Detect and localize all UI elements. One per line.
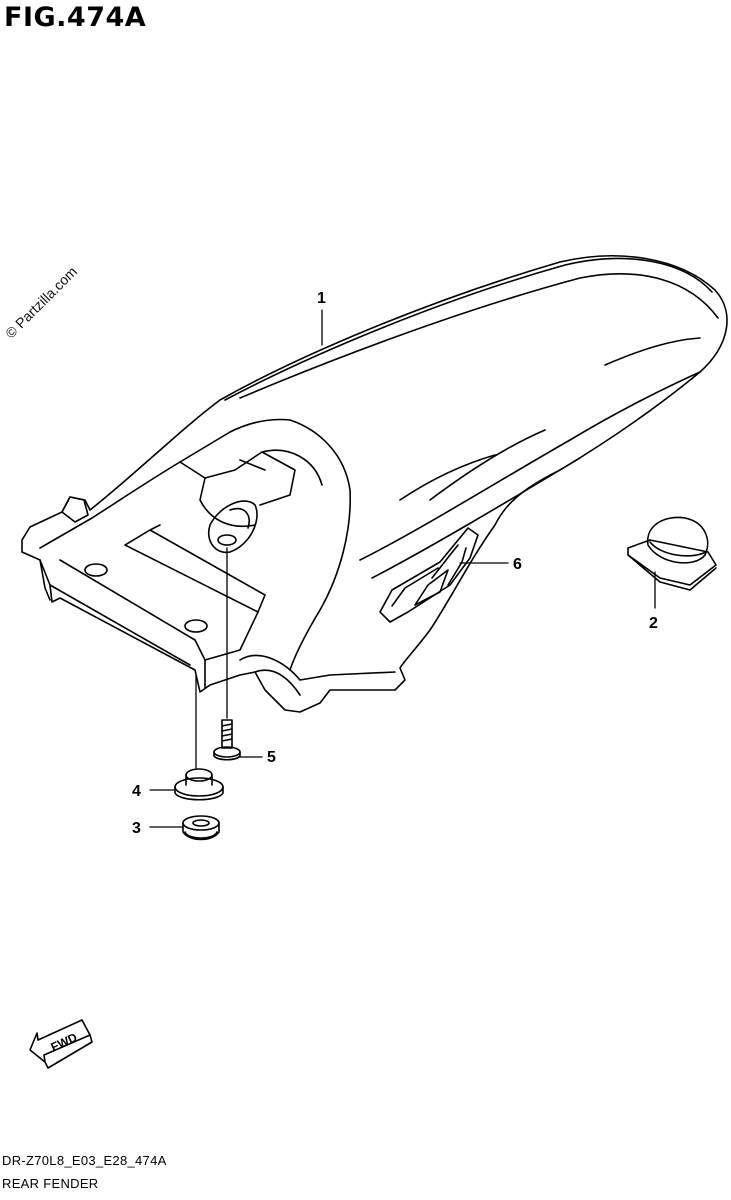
rear-fender-part [21,255,728,713]
diagram-code: DR-Z70L8_E03_E28_474A [2,1153,167,1168]
callout-5: 5 [267,749,276,766]
bolt-part [213,719,241,761]
grommet-part [182,815,220,841]
callout-2: 2 [649,615,658,632]
cushion-part [627,516,717,591]
callout-1: 1 [317,290,326,307]
figure-title: FIG.474A [4,2,147,33]
collar-part [174,768,224,801]
fwd-arrow-icon [29,1019,93,1069]
callout-4: 4 [132,783,141,800]
diagram-name: REAR FENDER [2,1176,99,1191]
callout-3: 3 [132,820,141,837]
callout-6: 6 [513,556,522,573]
